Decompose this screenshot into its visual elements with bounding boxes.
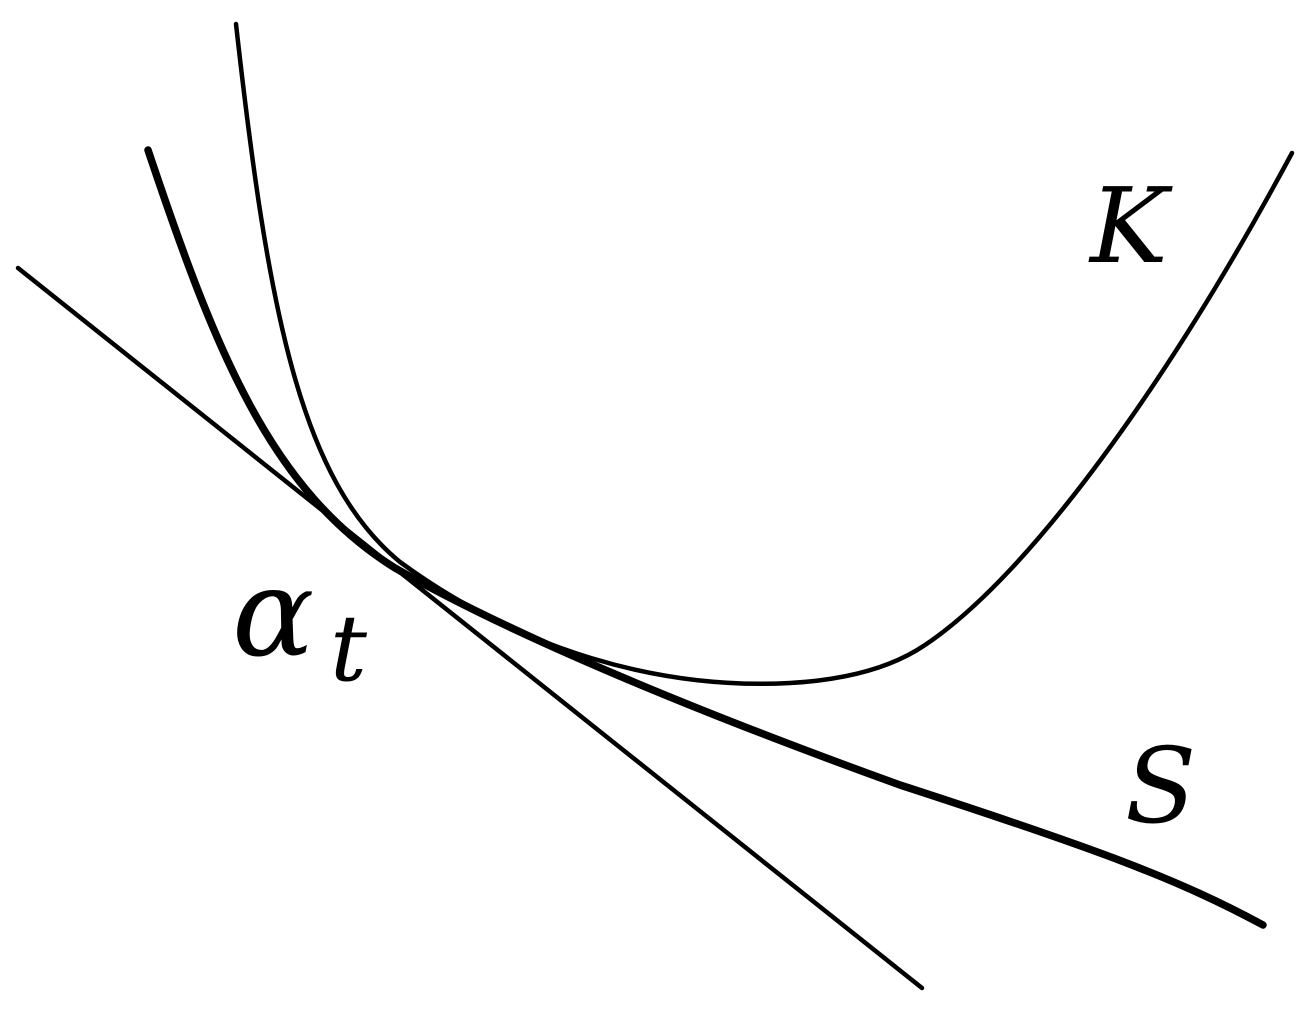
tangent-point-label: α t: [232, 542, 368, 702]
alpha-symbol: α: [232, 542, 314, 684]
curve-s: [144, 146, 1267, 929]
curve-k: [233, 21, 1295, 686]
alpha-subscript: t: [330, 595, 368, 702]
tangent-line: [15, 265, 925, 991]
curve-k-label: K: [1088, 165, 1173, 287]
curve-s-label: S: [1125, 725, 1196, 847]
